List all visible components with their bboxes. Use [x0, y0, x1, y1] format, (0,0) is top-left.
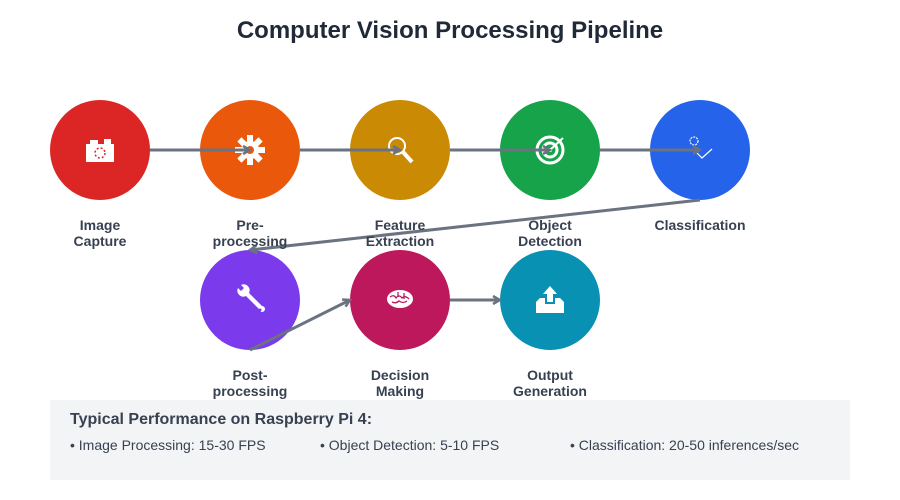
label-post-processing: Post-processing: [212, 367, 288, 399]
diagram-title: Computer Vision Processing Pipeline: [236, 17, 664, 44]
node-post-processing: [200, 250, 300, 350]
label-classification: Classification: [654, 217, 746, 233]
node-feature-extraction: [350, 100, 450, 200]
node-object-detection: [500, 100, 600, 200]
checkmark-icon: [689, 136, 713, 159]
brain-icon: [387, 290, 413, 308]
performance-panel: Typical Performance on Raspberry Pi 4: •…: [50, 400, 850, 480]
node-output-generation: [500, 250, 600, 350]
node-pre-processing: [200, 100, 300, 200]
magnifier-icon: [388, 137, 414, 164]
node-decision-making: [350, 250, 450, 350]
stat-classification: • Classification: 20-50 inferences/sec: [570, 437, 800, 453]
target-icon: [535, 135, 565, 165]
wrench-icon: [237, 284, 265, 312]
label-pre-processing: Pre-processing: [212, 217, 288, 249]
stat-object-detection: • Object Detection: 5-10 FPS: [320, 437, 500, 453]
gear-icon: [235, 135, 265, 165]
node-image-capture: [50, 100, 150, 200]
node-classification: [650, 100, 750, 200]
upload-tray-icon: [536, 286, 564, 313]
performance-title: Typical Performance on Raspberry Pi 4:: [70, 411, 373, 428]
camera-icon: [86, 139, 114, 162]
stat-image-processing: • Image Processing: 15-30 FPS: [70, 437, 266, 453]
